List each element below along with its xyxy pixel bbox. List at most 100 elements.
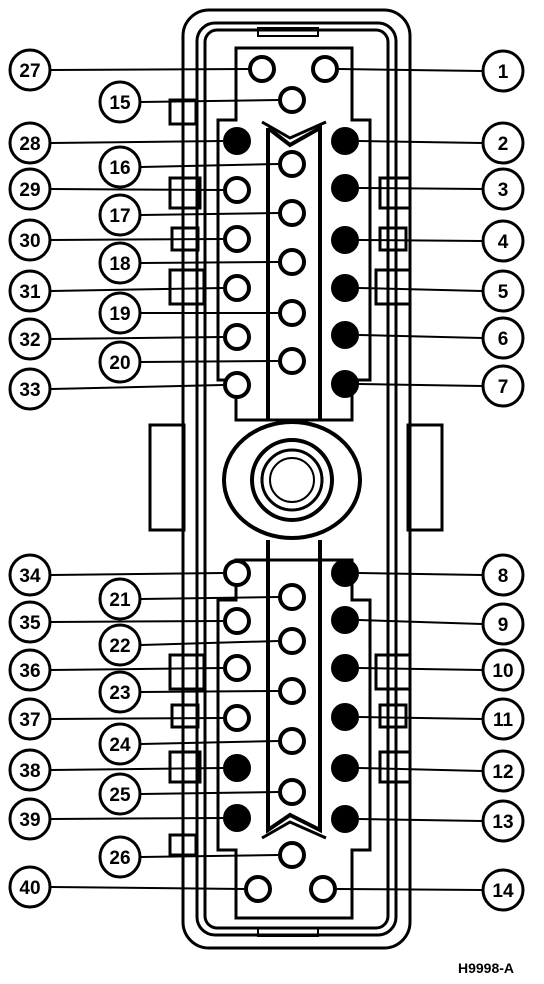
pin-callout-label-1: 1 <box>498 62 509 83</box>
leader-line-25 <box>140 791 279 795</box>
pin-cavity-24 <box>278 727 306 755</box>
pin-callout-label-30: 30 <box>19 231 40 252</box>
pin-cavity-4 <box>331 226 359 254</box>
leader-line-18 <box>140 261 279 264</box>
pin-callout-bubble-4 <box>481 219 525 263</box>
pin-cavity-30 <box>223 225 251 253</box>
pin-callout-label-2: 2 <box>498 134 509 155</box>
leader-line-17 <box>140 212 279 216</box>
pin-callout-bubble-9 <box>481 602 525 646</box>
pin-cavity-28 <box>223 127 251 155</box>
pin-callout-label-28: 28 <box>19 134 40 155</box>
pin-cavity-7 <box>331 370 359 398</box>
pin-callout-label-37: 37 <box>19 710 40 731</box>
pin-callouts: 1234567891011121314151617181920212223242… <box>8 48 525 912</box>
leader-line-7 <box>358 383 483 387</box>
pin-cavity-21 <box>278 583 306 611</box>
pin-callout-label-16: 16 <box>109 158 130 179</box>
leader-line-21 <box>140 596 279 600</box>
leader-line-9 <box>358 619 483 625</box>
pin-callout-bubble-38 <box>8 748 52 792</box>
pin-callout-bubble-40 <box>8 865 52 909</box>
pin-callout-label-33: 33 <box>19 380 40 401</box>
leader-line-22 <box>140 640 279 646</box>
pin-cavity-35 <box>223 607 251 635</box>
pin-callout-label-36: 36 <box>19 661 40 682</box>
pin-callout-label-7: 7 <box>498 377 509 398</box>
leader-line-13 <box>358 818 483 822</box>
pin-callout-bubble-34 <box>8 553 52 597</box>
pin-callout-bubble-35 <box>8 600 52 644</box>
pin-cavity-12 <box>331 754 359 782</box>
pin-cavity-8 <box>331 559 359 587</box>
pin-callout-bubble-24 <box>98 722 142 766</box>
leader-line-36 <box>50 667 224 671</box>
pin-cavity-22 <box>278 627 306 655</box>
pin-callout-label-40: 40 <box>19 878 40 899</box>
pin-callout-bubble-26 <box>98 835 142 879</box>
leader-line-37 <box>50 717 224 720</box>
pin-callout-bubble-25 <box>98 772 142 816</box>
pin-callout-bubble-16 <box>98 145 142 189</box>
pin-callout-bubble-21 <box>98 577 142 621</box>
leader-line-23 <box>140 690 279 693</box>
pin-cavity-1 <box>311 55 339 83</box>
pin-cavity-11 <box>331 703 359 731</box>
pin-cavity-19 <box>278 299 306 327</box>
leader-line-28 <box>50 140 224 144</box>
leader-line-39 <box>50 817 224 820</box>
connector-housing <box>148 8 444 950</box>
leader-line-14 <box>336 888 483 891</box>
pin-cavity-38 <box>223 754 251 782</box>
pin-cavity-9 <box>331 606 359 634</box>
pin-callout-bubble-22 <box>98 623 142 667</box>
leader-line-33 <box>50 384 224 390</box>
pin-cavity-34 <box>223 559 251 587</box>
pin-callout-label-31: 31 <box>19 282 41 303</box>
pin-callout-label-9: 9 <box>498 615 509 636</box>
leader-line-40 <box>50 886 245 890</box>
figure-id: H9998-A <box>458 960 515 976</box>
pin-cavity-33 <box>223 371 251 399</box>
pin-callout-bubble-30 <box>8 218 52 262</box>
pin-callout-bubble-28 <box>8 121 52 165</box>
pin-cavity-10 <box>331 654 359 682</box>
pin-cavity-13 <box>331 805 359 833</box>
pin-cavity-25 <box>278 778 306 806</box>
pin-callout-bubble-19 <box>98 291 142 335</box>
pin-cavity-6 <box>331 321 359 349</box>
pin-callout-bubble-8 <box>481 553 525 597</box>
pin-cavity-26 <box>278 841 306 869</box>
pin-callout-label-18: 18 <box>109 254 130 275</box>
pin-cavity-36 <box>223 654 251 682</box>
leader-line-30 <box>50 238 224 241</box>
leader-line-6 <box>358 334 483 339</box>
pin-callout-label-32: 32 <box>19 330 40 351</box>
pin-callout-bubble-2 <box>481 121 525 165</box>
pin-callout-bubble-36 <box>8 648 52 692</box>
pin-callout-label-19: 19 <box>109 304 130 325</box>
pin-callout-bubble-5 <box>481 269 525 313</box>
pin-callout-label-38: 38 <box>19 761 40 782</box>
pin-callout-bubble-39 <box>8 797 52 841</box>
pin-callout-bubble-23 <box>98 670 142 714</box>
pin-cavities <box>223 55 359 903</box>
pin-callout-bubble-27 <box>8 48 52 92</box>
pin-callout-bubble-13 <box>481 799 525 843</box>
leader-line-2 <box>358 140 483 144</box>
pin-callout-label-8: 8 <box>498 566 509 587</box>
pin-callout-label-26: 26 <box>109 848 130 869</box>
pin-callout-label-23: 23 <box>109 683 130 704</box>
pin-callout-bubble-12 <box>481 749 525 793</box>
pin-cavity-23 <box>278 677 306 705</box>
pin-cavity-40 <box>244 875 272 903</box>
pin-callout-label-21: 21 <box>109 590 131 611</box>
leader-line-8 <box>358 572 483 576</box>
pin-callout-label-3: 3 <box>498 180 509 201</box>
pin-callout-label-6: 6 <box>498 329 509 350</box>
pin-callout-label-25: 25 <box>109 785 131 806</box>
pin-callout-label-20: 20 <box>109 353 130 374</box>
pin-callout-bubble-17 <box>98 193 142 237</box>
pin-cavity-31 <box>223 274 251 302</box>
leader-line-24 <box>140 740 279 745</box>
